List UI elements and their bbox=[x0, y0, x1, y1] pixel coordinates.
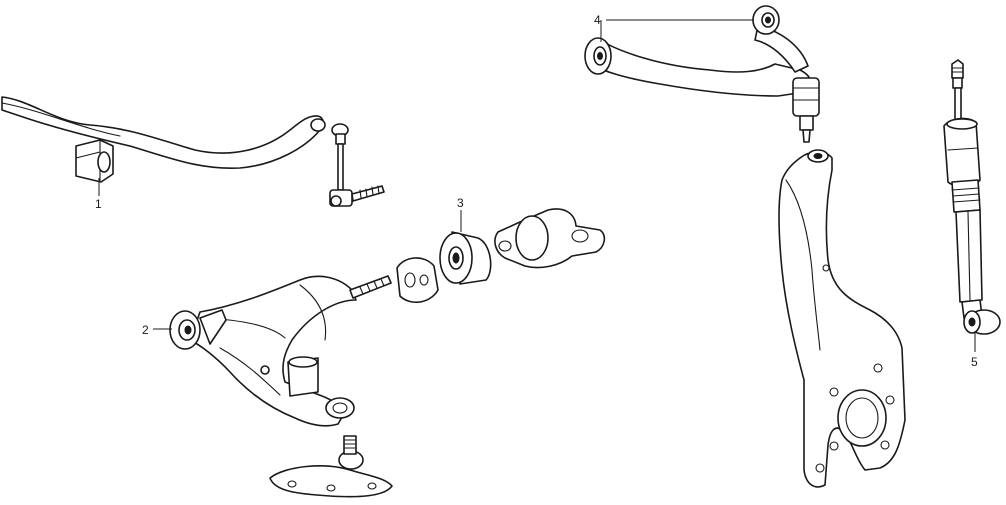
callout-1: 1 bbox=[95, 197, 102, 211]
stabilizer-bar bbox=[1, 96, 326, 170]
ball-joint bbox=[269, 435, 393, 498]
upper-arm bbox=[584, 5, 820, 143]
steering-knuckle bbox=[778, 149, 906, 488]
shock-absorber bbox=[943, 59, 1001, 335]
callout-2: 2 bbox=[142, 323, 149, 337]
callout-5: 5 bbox=[971, 355, 978, 369]
stabilizer-link bbox=[329, 123, 385, 207]
callout-4: 4 bbox=[594, 13, 601, 27]
lower-arm bbox=[169, 275, 392, 427]
callout-3: 3 bbox=[457, 196, 464, 210]
compliance-bushing bbox=[439, 231, 492, 285]
stabilizer-bushing bbox=[75, 139, 114, 183]
bushing-bracket bbox=[494, 208, 606, 269]
bushing-plate bbox=[396, 257, 439, 303]
